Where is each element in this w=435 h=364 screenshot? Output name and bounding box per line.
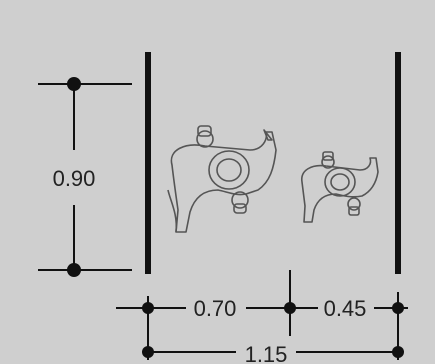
top-dimension-dot [67,77,81,91]
left-total-dot [142,346,154,358]
adult-cuff-top [197,125,212,137]
adult-head-outline [208,150,250,190]
adult-hand-top [196,130,214,148]
adult-figure [167,125,277,233]
child-head-outline [324,167,356,197]
adult-head-inner [216,158,242,182]
left-segment-label: 0.70 [194,296,237,321]
child-hand-bottom [347,197,361,211]
left-label-bg [186,296,246,320]
total-label-bg [236,340,296,364]
vertical-clearance-label: 0.90 [53,166,96,191]
left-segment-dot [142,302,154,314]
middle-segment-dot [284,302,296,314]
adult-body-outline [170,131,277,233]
child-head-inner [330,173,350,191]
child-body-outline [301,157,379,223]
total-width-label: 1.15 [245,342,288,364]
adult-arm-outline [167,189,178,233]
child-hand-top [321,155,335,169]
adult-hand-bottom [231,191,249,209]
child-cuff-top [322,151,334,161]
bottom-dimension-dot [67,263,81,277]
child-cuff-bottom [348,206,360,216]
adult-foot [263,129,273,141]
right-segment-label: 0.45 [324,296,367,321]
child-figure [301,151,379,223]
right-total-dot [392,346,404,358]
right-segment-dot [392,302,404,314]
adult-cuff-bottom [233,203,247,214]
right-label-bg [318,296,374,320]
